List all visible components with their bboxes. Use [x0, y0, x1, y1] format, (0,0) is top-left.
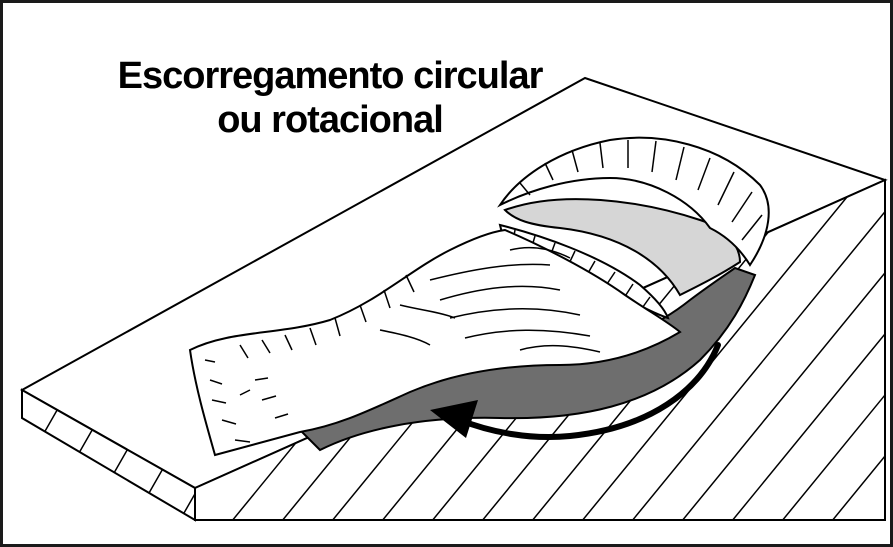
title-line-1: Escorregamento circular	[117, 55, 544, 97]
displaced-mass	[188, 228, 682, 457]
toe-crack-marks	[204, 274, 415, 443]
title-line-2: ou rotacional	[217, 99, 444, 141]
rotation-arrow-icon	[430, 342, 721, 441]
rotated-block	[503, 198, 742, 297]
main-scarp-ticks	[519, 140, 763, 241]
flow-texture-lines	[379, 246, 601, 353]
main-scarp	[497, 136, 770, 267]
diagram-title: Escorregamento circular ou rotacional	[100, 54, 560, 142]
